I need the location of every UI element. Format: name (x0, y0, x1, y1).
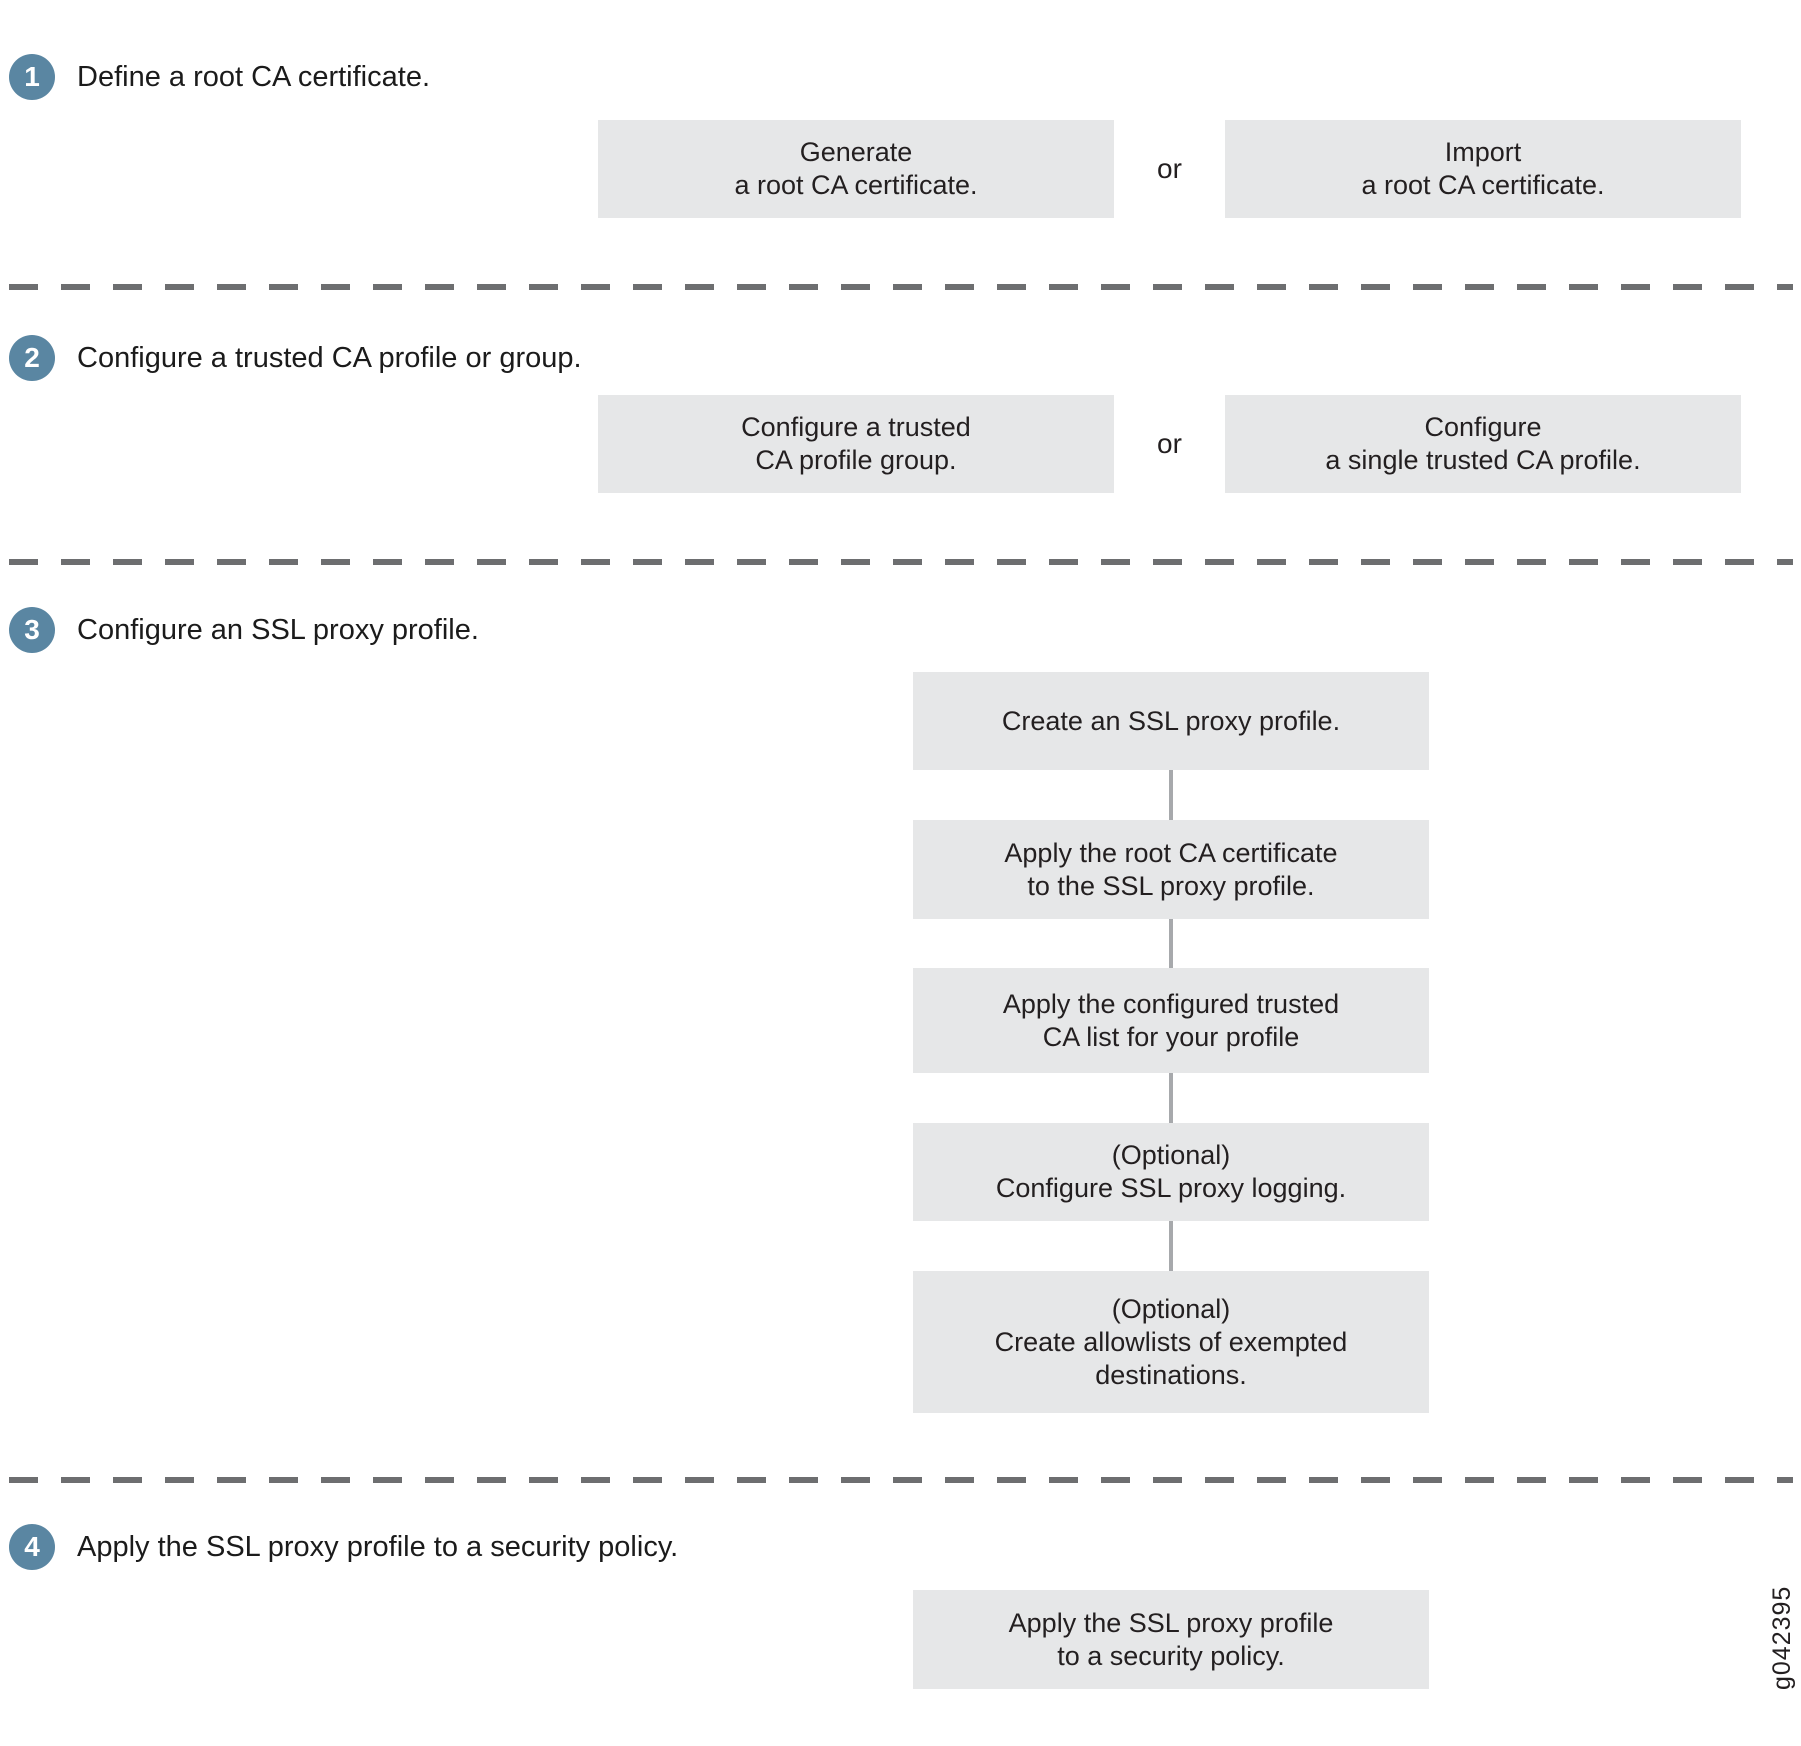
step-2-header: 2 Configure a trusted CA profile or grou… (9, 335, 582, 381)
generate-root-ca-box: Generate a root CA certificate. (598, 120, 1114, 218)
trusted-ca-profile-group-box: Configure a trusted CA profile group. (598, 395, 1114, 493)
flow-connector-2 (1169, 919, 1173, 968)
flow-connector-3 (1169, 1073, 1173, 1123)
step-4-header: 4 Apply the SSL proxy profile to a secur… (9, 1524, 678, 1570)
dashed-divider-2 (9, 559, 1793, 565)
or-label-step-1: or (1157, 153, 1182, 184)
step-1-header: 1 Define a root CA certificate. (9, 54, 430, 100)
step-4-title: Apply the SSL proxy profile to a securit… (77, 1530, 679, 1563)
or-label-step-2: or (1157, 428, 1182, 459)
step-3-title: Configure an SSL proxy profile. (77, 613, 479, 646)
import-root-ca-box: Import a root CA certificate. (1225, 120, 1741, 218)
flow-connector-4 (1169, 1221, 1173, 1271)
figure-id-label: g042395 (1768, 1585, 1796, 1690)
step-1-title: Define a root CA certificate. (77, 60, 430, 93)
step-1-number-badge: 1 (9, 54, 55, 100)
dashed-divider-1 (9, 284, 1793, 290)
step-3-header: 3 Configure an SSL proxy profile. (9, 607, 479, 653)
dashed-divider-3 (9, 1477, 1793, 1483)
step-4-number-badge: 4 (9, 1524, 55, 1570)
apply-ssl-proxy-to-policy-box: Apply the SSL proxy profile to a securit… (913, 1590, 1429, 1689)
step-3-number-badge: 3 (9, 607, 55, 653)
configure-ssl-proxy-logging-box: (Optional) Configure SSL proxy logging. (913, 1123, 1429, 1221)
single-trusted-ca-profile-box: Configure a single trusted CA profile. (1225, 395, 1741, 493)
step-2-title: Configure a trusted CA profile or group. (77, 341, 582, 374)
apply-root-ca-certificate-box: Apply the root CA certificate to the SSL… (913, 820, 1429, 919)
create-allowlists-box: (Optional) Create allowlists of exempted… (913, 1271, 1429, 1413)
step-2-number-badge: 2 (9, 335, 55, 381)
flow-connector-1 (1169, 770, 1173, 820)
apply-trusted-ca-list-box: Apply the configured trusted CA list for… (913, 968, 1429, 1073)
create-ssl-proxy-profile-box: Create an SSL proxy profile. (913, 672, 1429, 770)
